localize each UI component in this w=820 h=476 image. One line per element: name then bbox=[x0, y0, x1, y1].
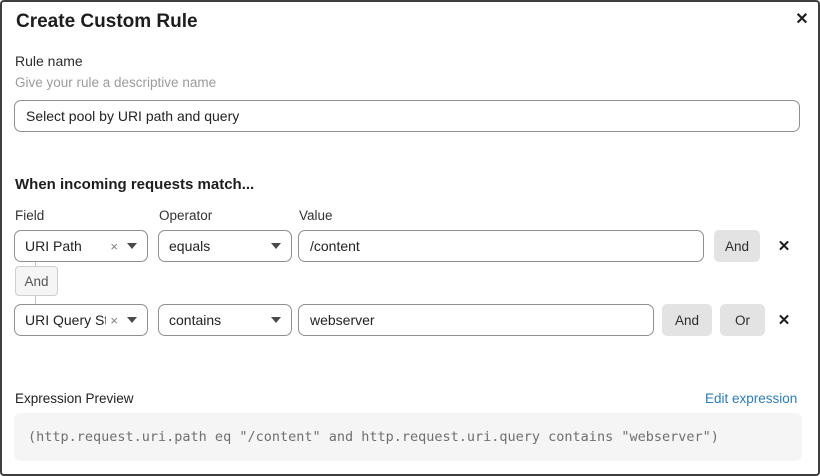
field-select-row1-value: URI Path bbox=[25, 238, 82, 254]
connector-and-badge: And bbox=[15, 266, 58, 296]
field-select-row1[interactable]: URI Path × bbox=[14, 230, 148, 262]
chevron-down-icon bbox=[271, 317, 281, 323]
value-input-row2-value: webserver bbox=[310, 312, 375, 328]
edit-expression-link[interactable]: Edit expression bbox=[705, 391, 798, 406]
field-select-row2-value: URI Query St... bbox=[25, 312, 106, 328]
chevron-down-icon bbox=[127, 317, 137, 323]
column-label-field: Field bbox=[15, 208, 45, 223]
clear-field-icon[interactable]: × bbox=[110, 312, 118, 328]
field-select-row2[interactable]: URI Query St... × bbox=[14, 304, 148, 336]
value-input-row1[interactable]: /content bbox=[298, 230, 704, 262]
and-button-row2[interactable]: And bbox=[662, 304, 712, 336]
expression-code: (http.request.uri.path eq "/content" and… bbox=[28, 429, 719, 445]
value-input-row1-value: /content bbox=[310, 238, 360, 254]
value-input-row2[interactable]: webserver bbox=[298, 304, 654, 336]
rule-name-label: Rule name bbox=[15, 53, 83, 69]
operator-select-row1[interactable]: equals bbox=[158, 230, 292, 262]
rule-name-value: Select pool by URI path and query bbox=[26, 108, 240, 124]
rule-name-helper: Give your rule a descriptive name bbox=[15, 75, 217, 90]
dialog-title: Create Custom Rule bbox=[16, 11, 198, 32]
close-icon[interactable]: ✕ bbox=[795, 11, 809, 28]
rule-name-input[interactable]: Select pool by URI path and query bbox=[14, 100, 800, 132]
column-label-operator: Operator bbox=[159, 208, 213, 223]
clear-field-icon[interactable]: × bbox=[110, 238, 118, 254]
expression-code-block: (http.request.uri.path eq "/content" and… bbox=[14, 413, 802, 461]
operator-select-row1-value: equals bbox=[169, 238, 211, 254]
operator-select-row2-value: contains bbox=[169, 312, 222, 328]
or-button-row2[interactable]: Or bbox=[720, 304, 765, 336]
remove-row2-icon[interactable]: ✕ bbox=[777, 312, 791, 329]
column-label-value: Value bbox=[299, 208, 333, 223]
match-section-heading: When incoming requests match... bbox=[15, 176, 255, 193]
and-button-row1[interactable]: And bbox=[714, 230, 760, 262]
expression-preview-label: Expression Preview bbox=[15, 391, 134, 406]
operator-select-row2[interactable]: contains bbox=[158, 304, 292, 336]
chevron-down-icon bbox=[127, 243, 137, 249]
remove-row1-icon[interactable]: ✕ bbox=[777, 238, 791, 255]
chevron-down-icon bbox=[271, 243, 281, 249]
